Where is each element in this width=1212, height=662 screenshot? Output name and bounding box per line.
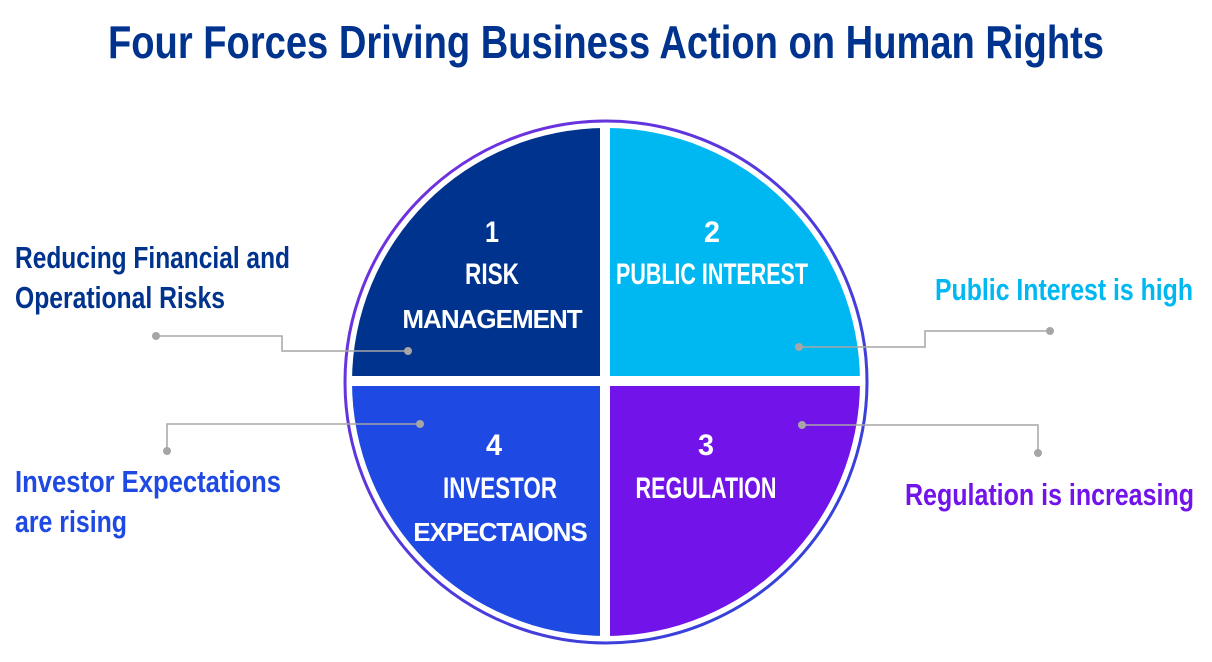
connector-dot — [152, 332, 160, 340]
quadrant-label: MANAGEMENT — [402, 304, 582, 334]
page-title: Four Forces Driving Business Action on H… — [108, 16, 1104, 68]
callout-risk-line1: Reducing Financial and — [15, 240, 290, 275]
callout-investor-line2: are rising — [15, 504, 127, 539]
connector-dot — [163, 447, 171, 455]
connector-dot — [798, 421, 806, 429]
quadrant-label: RISK — [465, 258, 519, 291]
quadrant-number: 4 — [486, 429, 502, 462]
callout-public: Public Interest is high — [935, 272, 1193, 307]
connector-investor — [166, 423, 420, 451]
quadrant-label: EXPECTAIONS — [413, 517, 587, 547]
quadrant-risk-management — [352, 128, 600, 376]
quadrant-label: REGULATION — [636, 472, 777, 505]
quadrant-label: PUBLIC INTEREST — [616, 258, 808, 291]
quadrant-number: 2 — [704, 216, 720, 249]
callout-regulation: Regulation is increasing — [905, 477, 1194, 512]
connector-public — [799, 330, 1050, 348]
connector-dot — [795, 343, 803, 351]
quadrant-number: 1 — [485, 216, 499, 249]
outer-ring — [343, 119, 869, 645]
quadrant-number: 3 — [698, 429, 714, 462]
connector-dot — [416, 420, 424, 428]
callout-risk-line2: Operational Risks — [15, 280, 225, 315]
connector-regulation — [802, 424, 1039, 453]
quadrant-public-interest — [610, 128, 860, 376]
connector-risk — [156, 335, 408, 352]
callout-investor-line1: Investor Expectations — [15, 464, 281, 499]
connector-dot — [404, 347, 412, 355]
quadrant-investor-expectations — [352, 386, 600, 636]
connector-dot — [1046, 327, 1054, 335]
connector-dot — [1034, 449, 1042, 457]
quadrant-label: INVESTOR — [443, 472, 557, 505]
